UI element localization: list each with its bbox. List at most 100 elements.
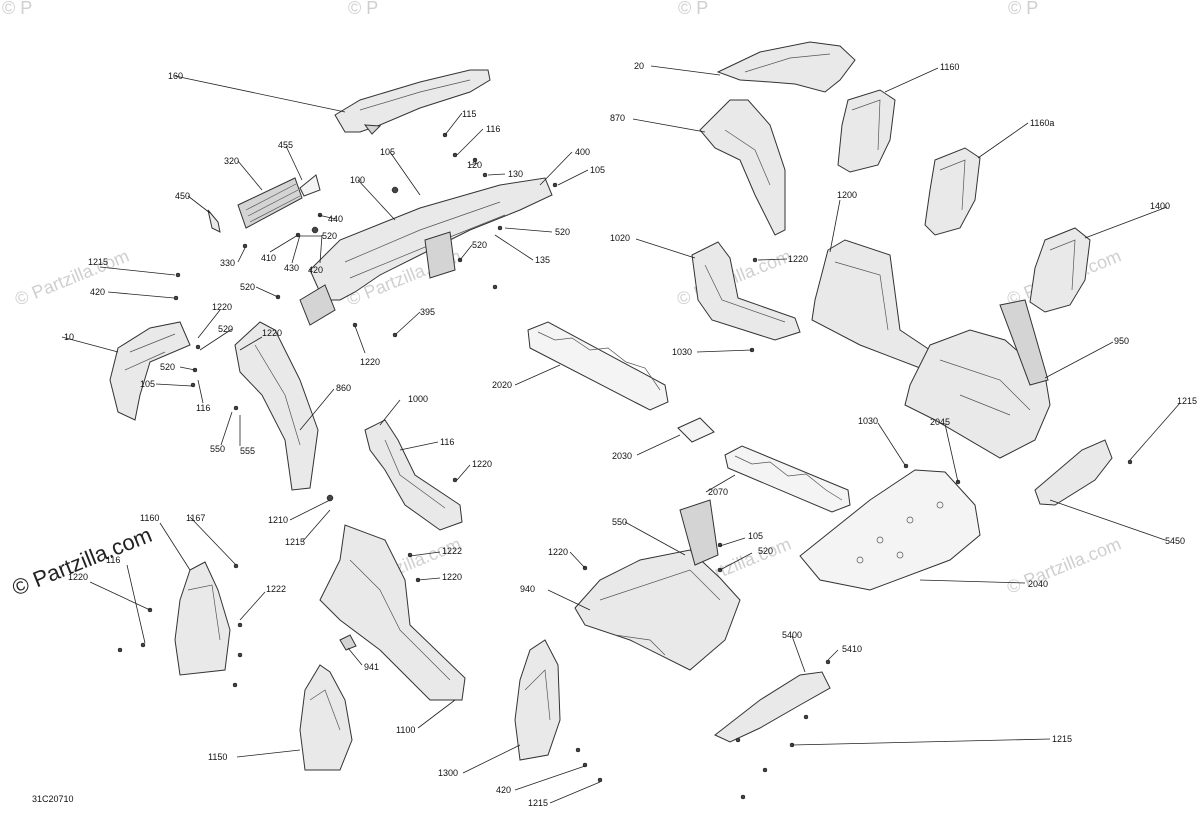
callout-label: 1222 (442, 546, 462, 556)
callout-label: 10 (64, 332, 74, 342)
watermark: © P (678, 0, 708, 18)
callout-label: 1215 (1177, 396, 1197, 406)
drawing-code: 31C20710 (32, 794, 74, 804)
callout-label: 1215 (528, 798, 548, 808)
callout-label: 1215 (88, 257, 108, 267)
callout-label: 116 (196, 403, 210, 413)
callout-label: 1220 (68, 572, 88, 582)
callout-label: 1220 (262, 328, 282, 338)
callout-label: 440 (328, 214, 343, 224)
callout-label: 105 (140, 379, 155, 389)
callout-label: 455 (278, 140, 293, 150)
part-941 (339, 634, 357, 651)
callout-label: 420 (496, 785, 511, 795)
callout-label: 1220 (788, 254, 808, 264)
part-1400 (1029, 227, 1091, 313)
callout-label: 160 (168, 71, 183, 81)
callout-label: 1160 (140, 513, 159, 523)
callout-label: 1215 (1052, 734, 1072, 744)
part-2070 (724, 445, 851, 513)
callout-label: 410 (261, 253, 276, 263)
callout-label: 1000 (408, 394, 428, 404)
callout-label: 5450 (1165, 536, 1185, 546)
callout-label: 1220 (360, 357, 380, 367)
part-1150 (299, 664, 353, 771)
callout-label: 330 (220, 258, 235, 268)
watermark: © P (348, 0, 378, 18)
part-10 (109, 321, 191, 421)
callout-label: 520 (240, 282, 255, 292)
part-320 (237, 177, 303, 229)
part-1160 (837, 89, 896, 173)
callout-label: 870 (610, 113, 625, 123)
part-1167 (174, 561, 231, 676)
callout-label: 520 (472, 240, 487, 250)
callout-label: 2045 (930, 417, 950, 427)
part-1160a (924, 147, 981, 236)
part-450 (207, 209, 221, 233)
leader-lines (61, 65, 1181, 804)
callout-label: 550 (210, 444, 225, 454)
callout-label: 940 (520, 584, 535, 594)
callout-label: 420 (90, 287, 105, 297)
callout-label: 1210 (268, 515, 288, 525)
part-860 (234, 321, 319, 491)
callout-label: 116 (106, 555, 120, 565)
callout-label: 395 (420, 307, 435, 317)
callout-label: 320 (224, 156, 239, 166)
callout-label: 550 (612, 517, 627, 527)
callout-label: 1160 (940, 62, 959, 72)
callout-label: 430 (284, 263, 299, 273)
callout-label: 1300 (438, 768, 458, 778)
callout-label: 1200 (837, 190, 857, 200)
callout-label: 120 (467, 160, 482, 170)
callout-label: 115 (462, 109, 476, 119)
part-20 (716, 41, 856, 93)
part-160 (334, 69, 491, 133)
callout-label: 1167 (186, 513, 205, 523)
callout-label: 950 (1114, 336, 1129, 346)
watermark: © P (2, 0, 32, 18)
callout-label: 105 (380, 147, 395, 157)
callout-label: 5410 (842, 644, 862, 654)
callout-label: 1220 (548, 547, 568, 557)
part-1300 (514, 639, 561, 761)
callout-label: 100 (350, 175, 365, 185)
part-5450 (1034, 439, 1113, 506)
callout-label: 520 (322, 231, 337, 241)
callout-label: 1030 (858, 416, 878, 426)
callout-label: 520 (758, 546, 773, 556)
callout-label: 2070 (708, 487, 728, 497)
callout-label: 400 (575, 147, 590, 157)
callout-label: 1400 (1150, 201, 1170, 211)
callout-label: 5400 (782, 630, 802, 640)
callout-label: 20 (634, 61, 644, 71)
watermark-dark: © Partzilla.com (9, 522, 156, 601)
callout-label: 1222 (266, 584, 286, 594)
callout-label: 1100 (396, 725, 415, 735)
callout-label: 105 (590, 165, 605, 175)
part-2020 (527, 321, 669, 411)
callout-label: 520 (160, 362, 175, 372)
part-870 (699, 99, 786, 236)
callout-label: 420 (308, 265, 323, 275)
part-1200 (811, 239, 931, 369)
callout-label: 116 (440, 437, 454, 447)
fasteners (117, 132, 1133, 800)
callout-label: 116 (486, 124, 500, 134)
part-2040 (799, 469, 981, 591)
part-950 (904, 329, 1051, 459)
callout-label: 450 (175, 191, 190, 201)
callout-label: 2030 (612, 451, 632, 461)
callout-label: 105 (748, 531, 763, 541)
callout-label: 860 (336, 383, 351, 393)
callout-label: 1220 (472, 459, 492, 469)
callout-label: 2020 (492, 380, 512, 390)
callout-label: 1020 (610, 233, 630, 243)
callout-label: 135 (535, 255, 550, 265)
callout-label: 1215 (285, 537, 305, 547)
callout-label: 130 (508, 169, 523, 179)
part-1100 (319, 524, 466, 701)
part-1020 (691, 241, 801, 341)
